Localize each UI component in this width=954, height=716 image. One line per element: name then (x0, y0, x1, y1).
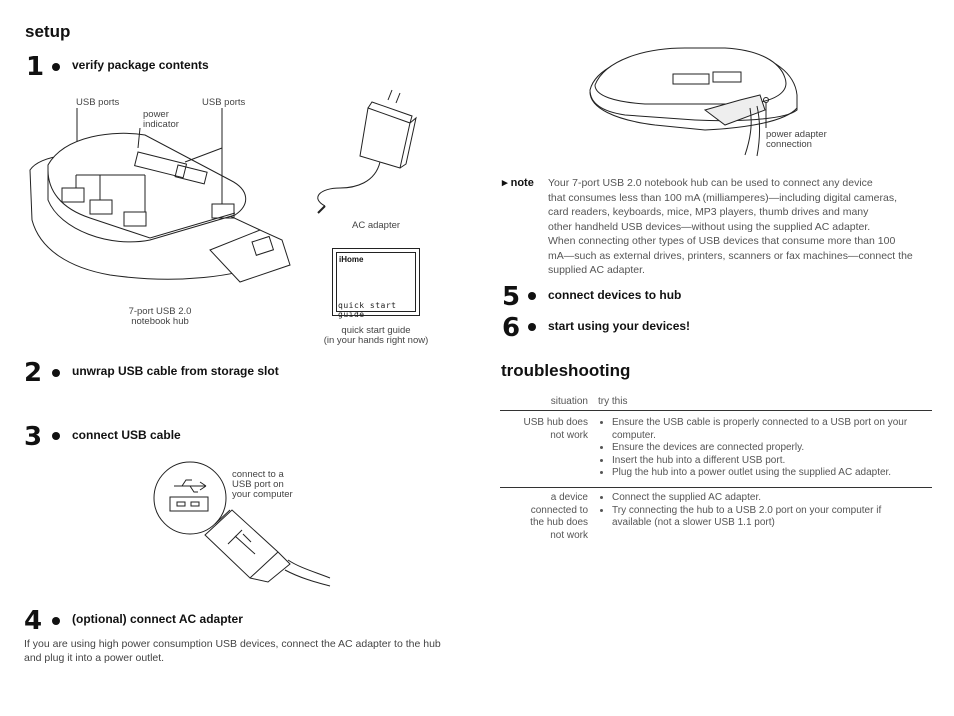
try-item: Ensure the devices are connected properl… (612, 442, 928, 455)
usb-ports-right-label: USB ports (202, 97, 246, 108)
row-1-situation: USB hub does not work (500, 417, 589, 442)
note-line: card readers, keyboards, mice, MP3 playe… (548, 206, 869, 218)
step-4-body: If you are using high power consumption … (24, 638, 441, 664)
step-3-number: 3 (24, 422, 43, 452)
note-line: other handheld USB devices—without using… (548, 220, 871, 233)
hub-illustration (29, 108, 291, 283)
step-2-number: 2 (24, 358, 43, 388)
situation-line: connected to (530, 504, 588, 516)
power-connection-label-2: connection (766, 139, 812, 150)
try-item: Insert the hub into a different USB port… (612, 455, 928, 468)
step-5-title: connect devices to hub (548, 288, 682, 302)
step-1-title: verify package contents (72, 58, 209, 72)
usb-ports-left-label: USB ports (76, 97, 120, 108)
situation-line: a device (550, 492, 588, 503)
note-label: ▸ note (502, 176, 534, 189)
troubleshooting-heading: troubleshooting (501, 361, 631, 380)
table-header-rule (500, 410, 932, 411)
power-connection-label-1: power adapter (766, 129, 827, 140)
guide-caption-1: quick start guide (341, 325, 411, 336)
table-row-rule (500, 487, 932, 488)
row-2-situation: a device connected to the hub does not w… (500, 492, 588, 542)
setup-heading: setup (25, 22, 71, 41)
note-line: mA—such as external drives, printers, sc… (548, 249, 913, 262)
step-5-bullet (528, 292, 536, 300)
situation-line: not work (550, 529, 588, 541)
step-6-number: 6 (502, 313, 521, 343)
guide-caption-2: (in your hands right now) (323, 335, 429, 346)
step-2-title: unwrap USB cable from storage slot (72, 364, 279, 378)
hub-caption-2: notebook hub (131, 316, 189, 327)
situation-line: the hub does (530, 517, 588, 528)
step-4-number: 4 (24, 606, 43, 636)
col-situation-header: situation (550, 396, 588, 407)
quick-start-guide-booklet: iHome quick start guide (332, 248, 420, 319)
power-indicator-label-2: indicator (143, 119, 179, 130)
try-item: Connect the supplied AC adapter. (612, 492, 910, 505)
ac-adapter-label: AC adapter (352, 220, 401, 231)
booklet-cover-text: quick start guide (338, 301, 397, 319)
ac-adapter-illustration (317, 89, 417, 214)
usb-cable-illustration (153, 461, 331, 587)
connect-label-1: connect to a (232, 469, 284, 480)
note-line: Your 7-port USB 2.0 notebook hub can be … (548, 177, 873, 189)
hub-power-connection-illustration (589, 47, 798, 157)
situation-line: not work (550, 429, 588, 441)
note-arrow-icon: ▸ (502, 177, 508, 189)
step-1-bullet (52, 63, 60, 71)
note-body: Your 7-port USB 2.0 notebook hub can be … (548, 176, 938, 278)
note-label-text: note (510, 177, 534, 189)
note-line: that consumes less than 100 mA (milliamp… (548, 191, 897, 204)
step-6-title: start using your devices! (548, 319, 691, 333)
situation-line: USB hub does (523, 417, 589, 428)
step-1-number: 1 (26, 52, 45, 82)
note-line: When connecting other types of USB devic… (548, 235, 896, 247)
col-try-header: try this (598, 396, 628, 407)
connect-label-3: your computer (232, 489, 293, 500)
step-4-title: (optional) connect AC adapter (72, 612, 243, 626)
step-4-bullet (52, 617, 60, 625)
step-3-title: connect USB cable (72, 428, 181, 442)
booklet-brand: iHome (339, 255, 364, 264)
try-item: Plug the hub into a power outlet using t… (612, 467, 928, 480)
connect-label-2: USB port on (232, 479, 284, 490)
try-item: Try connecting the hub to a USB 2.0 port… (612, 505, 910, 530)
power-indicator-label-1: power (143, 109, 169, 120)
booklet-inner-border (336, 252, 416, 312)
hub-caption-1: 7-port USB 2.0 (128, 306, 192, 317)
step-2-bullet (52, 369, 60, 377)
row-1-tries: Ensure the USB cable is properly connect… (598, 417, 928, 480)
step-6-bullet (528, 323, 536, 331)
note-line: supplied AC adapter. (548, 264, 645, 276)
row-2-tries: Connect the supplied AC adapter. Try con… (598, 492, 910, 530)
step-5-number: 5 (502, 282, 521, 312)
step-3-bullet (52, 432, 60, 440)
try-item: Ensure the USB cable is properly connect… (612, 417, 928, 442)
